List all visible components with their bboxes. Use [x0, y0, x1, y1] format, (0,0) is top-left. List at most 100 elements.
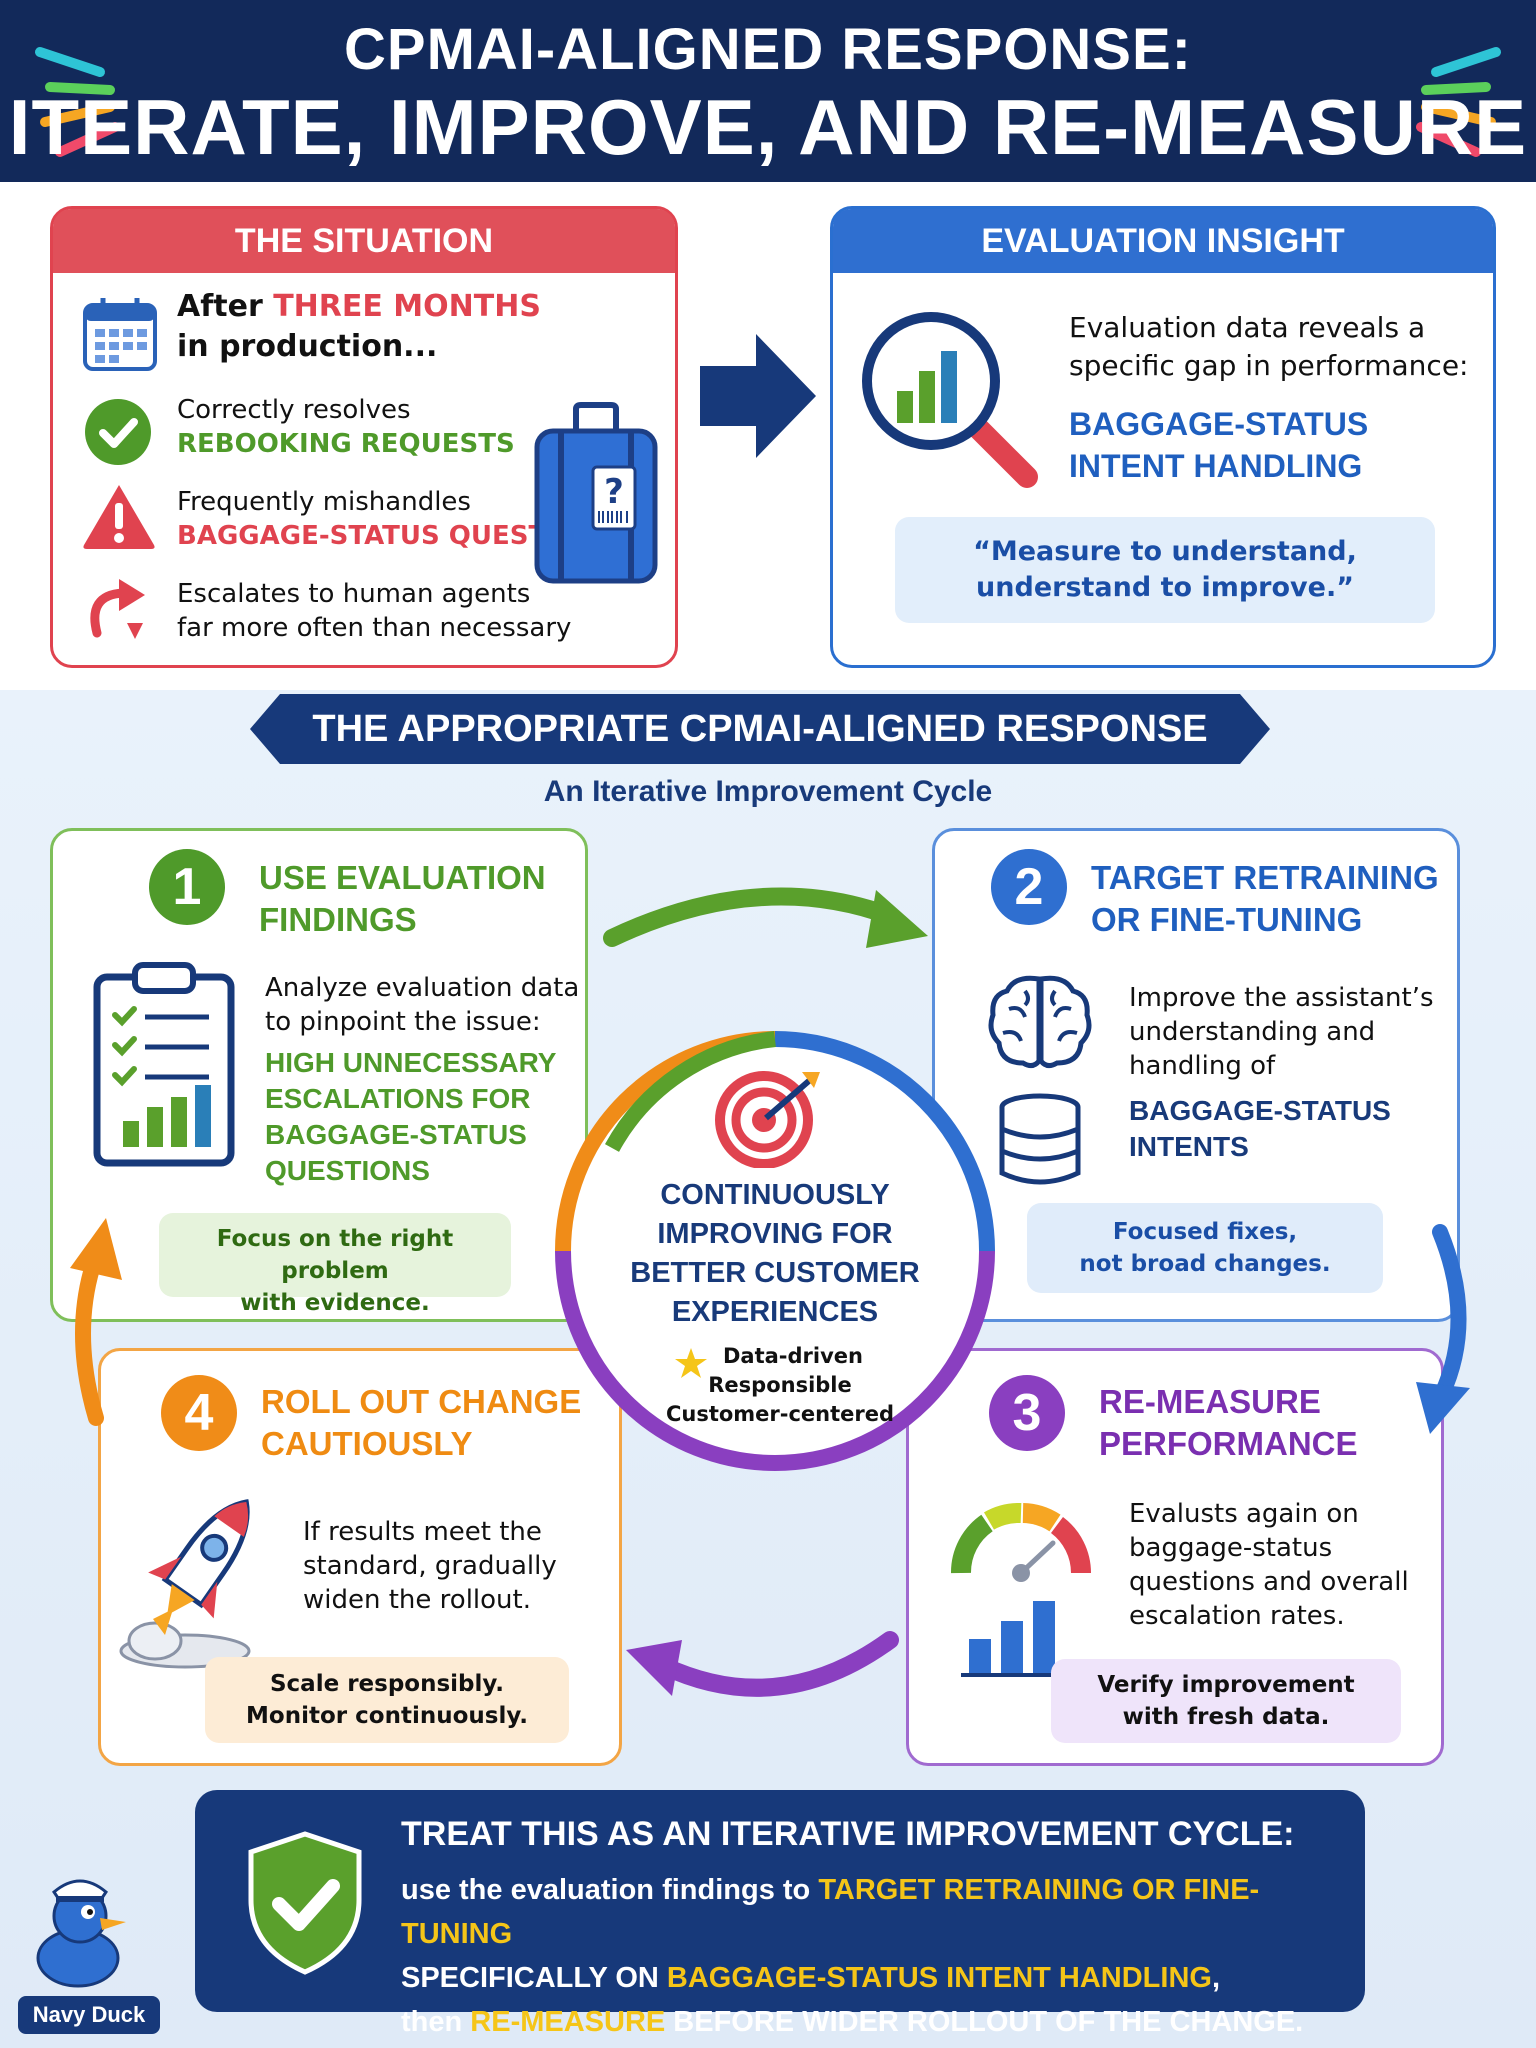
after-text: After [177, 289, 274, 324]
step-1-number: 1 [149, 849, 225, 925]
summary-f: RE-MEASURE [470, 2006, 666, 2038]
step-2-highlight: BAGGAGE-STATUS INTENTS [1129, 1093, 1391, 1165]
step-1-title-line1: USE EVALUATION [259, 859, 546, 896]
step-3-title-line2: PERFORMANCE [1099, 1425, 1358, 1462]
situation-intro: After THREE MONTHS in production... [177, 287, 541, 367]
step-4-title-line2: CAUTIOUSLY [261, 1425, 473, 1462]
step-1-card: 1 USE EVALUATION FINDINGS Analyze evalua… [50, 828, 588, 1322]
escalate-arrow-icon [90, 579, 145, 639]
step-2-hl-2: INTENTS [1129, 1131, 1249, 1162]
burst-right-icon [1416, 47, 1501, 157]
insight-text: Evaluation data reveals a specific gap i… [1069, 309, 1468, 385]
right-arrow-icon [700, 334, 816, 458]
in-production-text: in production... [177, 329, 438, 364]
quote-line1: “Measure to understand, [973, 536, 1357, 567]
step-1-note: Focus on the right problem with evidence… [159, 1213, 511, 1316]
arrow-2-to-3-icon [1416, 1224, 1470, 1434]
step-1-hl-1: HIGH UNNECESSARY [265, 1047, 557, 1078]
arrow-1-to-2-icon [603, 887, 928, 948]
response-banner-shape [250, 694, 1270, 764]
step-2-title-line2: OR FINE-TUNING [1091, 901, 1363, 938]
summary-c: SPECIFICALLY ON [401, 1962, 667, 1994]
summary-box: TREAT THIS AS AN ITERATIVE IMPROVEMENT C… [195, 1790, 1365, 2038]
step-4-note-line1: Scale responsibly. [269, 1671, 505, 1697]
summary-d: BAGGAGE-STATUS INTENT HANDLING [666, 1962, 1212, 1994]
rocket-icon [119, 1499, 251, 1669]
value-data-driven: Data-driven [723, 1344, 863, 1368]
step-3-desc: Evalusts again on baggage-status questio… [1129, 1497, 1409, 1633]
summary-b: TARGET RETRAINING OR FINE-TUNING [401, 1874, 1260, 1950]
brain-icon [988, 975, 1092, 1069]
step-1-desc-line2: to pinpoint the issue: [265, 1007, 541, 1037]
calendar-icon [83, 298, 157, 371]
step-2-number: 2 [991, 849, 1067, 925]
summary-text: use the evaluation findings to TARGET RE… [401, 1868, 1351, 2044]
ok-line1: Correctly resolves [177, 395, 411, 425]
step-3-title-line1: RE-MEASURE [1099, 1383, 1321, 1420]
step-1-title: USE EVALUATION FINDINGS [259, 857, 546, 941]
rebooking-item: Correctly resolves REBOOKING REQUESTS [177, 393, 515, 461]
center-line4: EXPERIENCES [671, 1296, 879, 1328]
step-3-desc-line3: questions and overall [1129, 1567, 1409, 1597]
step-2-desc-line1: Improve the assistant’s [1129, 983, 1434, 1013]
gap-line2: INTENT HANDLING [1069, 448, 1363, 484]
step-1-note-line2: with evidence. [240, 1290, 430, 1316]
insight-title: EVALUATION INSIGHT [833, 209, 1493, 273]
step-1-title-line2: FINDINGS [259, 901, 417, 938]
insight-line2: specific gap in performance: [1069, 349, 1469, 382]
step-3-card: 3 RE-MEASURE PERFORMANCE Evalusts again … [906, 1348, 1444, 1766]
center-line1: CONTINUOUSLY [660, 1179, 890, 1211]
center-ring [555, 1031, 995, 1471]
step-2-note-line2: not broad changes. [1079, 1251, 1331, 1277]
value-customer-centered: Customer-centered [665, 1402, 895, 1426]
mascot-label: Navy Duck [18, 1996, 160, 2034]
step-2-note: Focused fixes, not broad changes. [1027, 1203, 1383, 1293]
situation-card: THE SITUATION After THREE MONTHS in prod… [50, 206, 678, 668]
response-banner: THE APPROPRIATE CPMAI-ALIGNED RESPONSE [312, 708, 1208, 750]
center-values: Data-driven Responsible Customer-centere… [660, 1342, 900, 1429]
header-banner: CPMAI-ALIGNED RESPONSE: ITERATE, IMPROVE… [0, 0, 1536, 182]
step-3-desc-line2: baggage-status [1129, 1533, 1333, 1563]
step-2-desc-line2: understanding and [1129, 1017, 1376, 1047]
ok-line2: REBOOKING REQUESTS [177, 429, 515, 459]
center-line3: BETTER CUSTOMER [630, 1257, 920, 1289]
step-4-number: 4 [161, 1375, 237, 1451]
insight-gap: BAGGAGE-STATUS INTENT HANDLING [1069, 403, 1368, 487]
escalation-item: Escalates to human agents far more often… [177, 577, 571, 645]
esc-line1: Escalates to human agents [177, 579, 531, 609]
esc-line2: far more often than necessary [177, 613, 572, 643]
step-1-desc: Analyze evaluation data to pinpoint the … [265, 971, 579, 1039]
burst-left-icon [35, 47, 120, 157]
step-3-note-line2: with fresh data. [1122, 1704, 1330, 1730]
step-2-note-line1: Focused fixes, [1112, 1219, 1298, 1245]
step-4-note-line2: Monitor continuously. [246, 1703, 528, 1729]
header-title-line1: CPMAI-ALIGNED RESPONSE: [344, 17, 1192, 82]
step-3-number: 3 [989, 1375, 1065, 1451]
database-icon [999, 1093, 1081, 1185]
step-4-desc-line2: standard, gradually [303, 1551, 557, 1581]
step-3-desc-line1: Evalusts again on [1129, 1499, 1359, 1529]
situation-title: THE SITUATION [53, 209, 675, 273]
step-2-desc-line3: handling of [1129, 1051, 1276, 1081]
step-3-note-line1: Verify improvement [1097, 1672, 1355, 1698]
step-2-desc: Improve the assistant’s understanding an… [1129, 981, 1434, 1083]
star-icon [675, 1348, 707, 1378]
insight-quote: “Measure to understand, understand to im… [895, 517, 1435, 623]
response-subtitle: An Iterative Improvement Cycle [543, 775, 993, 808]
step-4-desc: If results meet the standard, gradually … [303, 1515, 557, 1617]
step-3-title: RE-MEASURE PERFORMANCE [1099, 1381, 1358, 1465]
step-1-highlight: HIGH UNNECESSARY ESCALATIONS FOR BAGGAGE… [265, 1045, 556, 1189]
step-3-desc-line4: escalation rates. [1129, 1601, 1345, 1631]
summary-title: TREAT THIS AS AN ITERATIVE IMPROVEMENT C… [401, 1815, 1295, 1853]
svg-text:?: ? [604, 472, 624, 512]
clipboard-checklist-icon [93, 962, 235, 1167]
value-responsible: Responsible [708, 1373, 852, 1397]
warn-line1: Frequently mishandles [177, 487, 471, 517]
header-title-line2: ITERATE, IMPROVE, AND RE-MEASURE [8, 83, 1528, 171]
summary-comma: , [1211, 1962, 1221, 1994]
check-circle-icon [85, 399, 151, 465]
step-4-card: 4 ROLL OUT CHANGE CAUTIOUSLY If results … [98, 1348, 622, 1766]
insight-line1: Evaluation data reveals a [1069, 311, 1426, 344]
step-4-desc-line1: If results meet the [303, 1517, 542, 1547]
